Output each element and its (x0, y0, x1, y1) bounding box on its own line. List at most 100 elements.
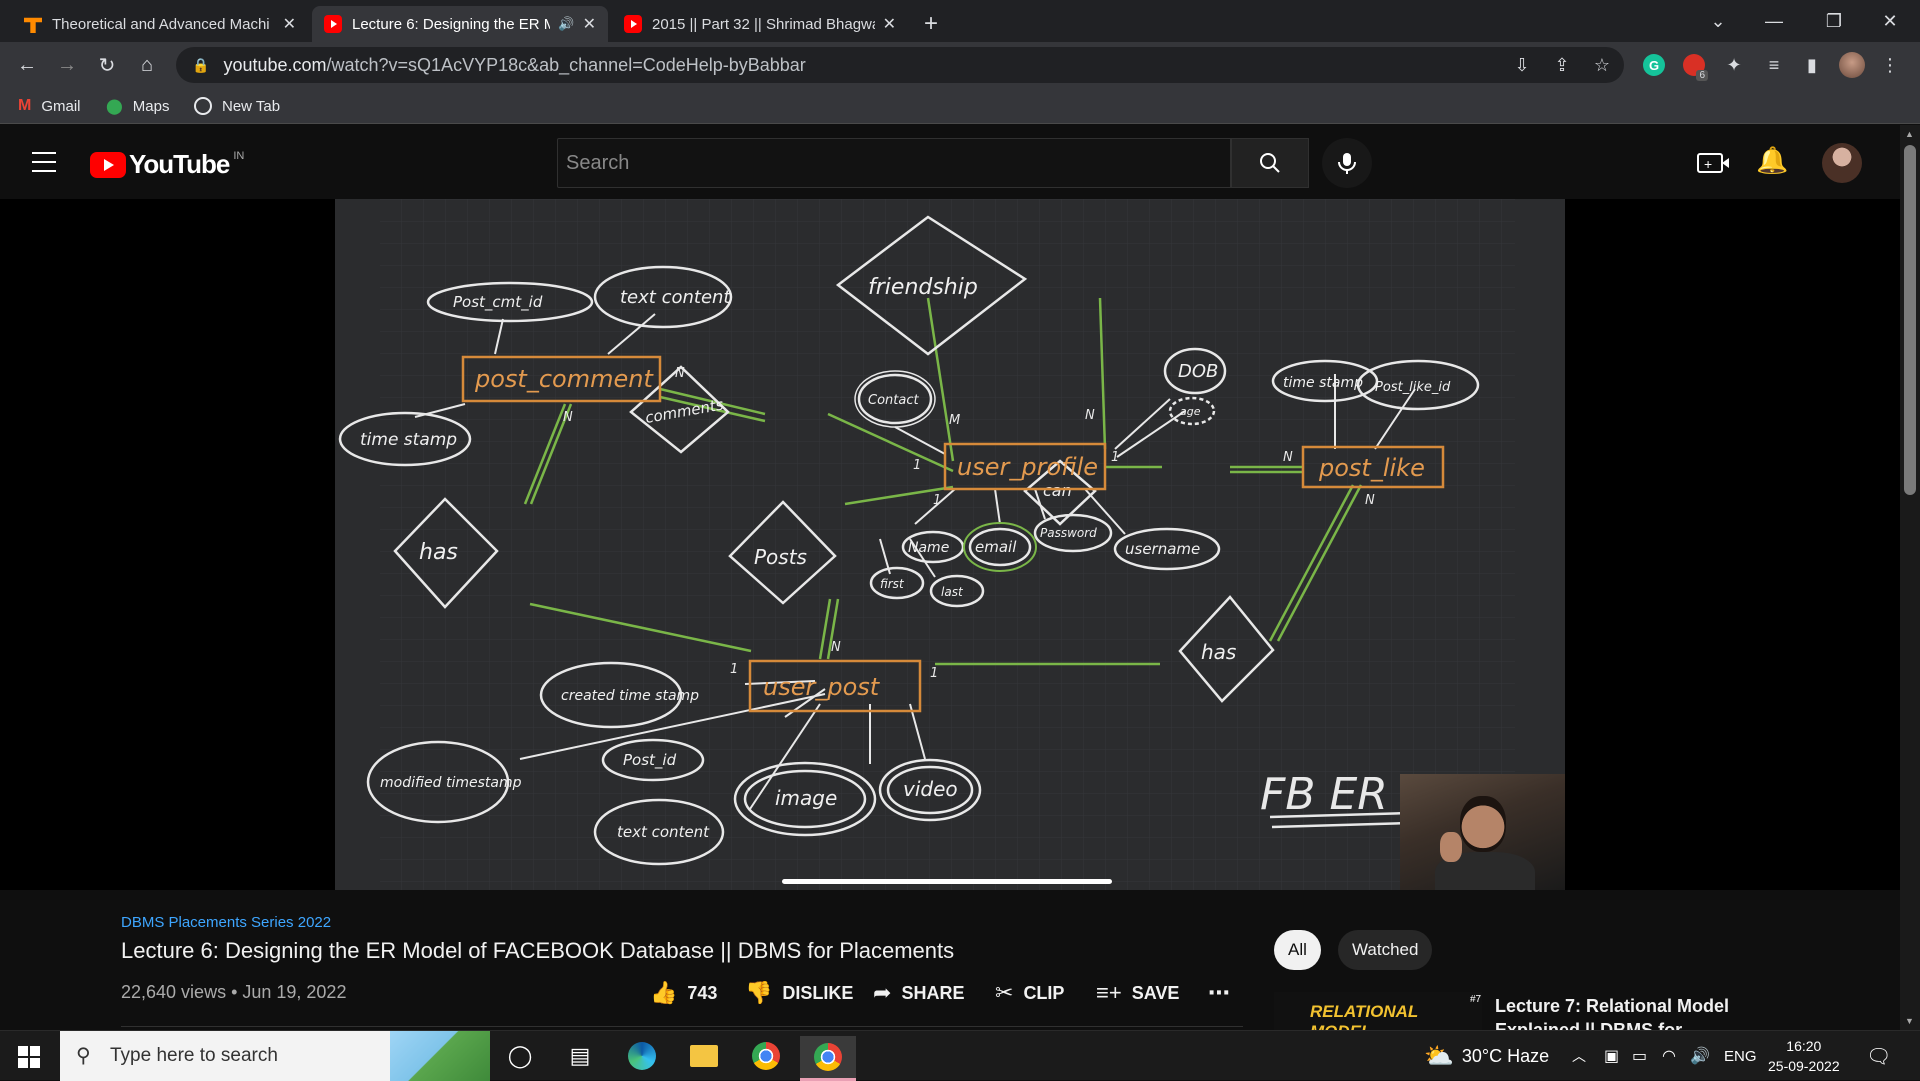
language-indicator[interactable]: ENG (1724, 1047, 1757, 1065)
close-tab-icon[interactable]: ✕ (582, 16, 596, 33)
extensions-puzzle-icon[interactable]: ✦ (1726, 54, 1742, 75)
restore-button[interactable]: ❐ (1825, 10, 1843, 31)
svg-text:N: N (1283, 450, 1293, 465)
entity-post-like: post_like (1318, 454, 1425, 482)
tab-bhagwat[interactable]: 2015 || Part 32 || Shrimad Bhagwa ✕ (612, 6, 908, 42)
task-view-icon[interactable]: ▤ (569, 1043, 591, 1068)
back-button[interactable]: ← (17, 53, 37, 76)
clip-button[interactable]: ✂CLIP (995, 980, 1065, 1005)
media-control-icon[interactable]: ≡ (1768, 54, 1780, 75)
dislike-button[interactable]: 👎DISLIKE (745, 980, 854, 1005)
close-tab-icon[interactable]: ✕ (282, 16, 296, 33)
search-input[interactable]: Search (557, 138, 1231, 188)
tab-theoretical-ml[interactable]: Theoretical and Advanced Machi ✕ (12, 6, 308, 42)
next-video-title[interactable]: Lecture 7: Relational Model Explained ||… (1495, 996, 1730, 1030)
home-button[interactable]: ⌂ (140, 53, 154, 76)
wifi-icon[interactable]: ◠ (1662, 1048, 1676, 1065)
cortana-icon[interactable]: ◯ (507, 1043, 533, 1068)
close-tab-icon[interactable]: ✕ (882, 16, 896, 33)
windows-start-icon[interactable] (18, 1046, 40, 1068)
taskbar-search-input[interactable]: ⚲ Type here to search (60, 1031, 490, 1081)
more-actions-icon[interactable]: ⋯ (1208, 980, 1230, 1005)
notification-center-icon[interactable]: 🗨 (1866, 1045, 1892, 1068)
series-hashtag-link[interactable]: DBMS Placements Series 2022 (121, 914, 332, 931)
bookmark-new-tab[interactable]: New Tab (194, 94, 280, 118)
share-icon[interactable]: ⇪ (1554, 54, 1570, 75)
create-video-icon[interactable]: + (1697, 153, 1729, 173)
weather-haze-icon: ⛅ (1424, 1042, 1454, 1070)
side-panel-icon[interactable]: ▮ (1807, 54, 1817, 75)
install-app-icon[interactable]: ⇩ (1514, 54, 1530, 75)
hamburger-menu-icon[interactable] (32, 152, 56, 172)
attr-email: email (975, 538, 1017, 556)
entity-user-profile: user_profile (957, 453, 1098, 481)
search-button[interactable] (1231, 138, 1309, 188)
presenter-hand (1440, 832, 1462, 862)
close-window-button[interactable]: ✕ (1882, 10, 1898, 31)
attr-username: username (1125, 540, 1200, 558)
share-button[interactable]: ➦SHARE (873, 980, 965, 1005)
forward-button[interactable]: → (57, 53, 77, 76)
account-avatar[interactable] (1822, 143, 1862, 183)
youtube-play-icon (90, 151, 126, 178)
save-button[interactable]: ≡+SAVE (1096, 980, 1180, 1005)
tray-device-icon[interactable]: ▣ (1604, 1048, 1620, 1065)
attr-contact: Contact (868, 393, 919, 408)
volume-icon[interactable]: 🔊 (1690, 1048, 1710, 1065)
page-scrollbar[interactable]: ▲ ▼ (1900, 125, 1920, 1030)
video-meta: 22,640 views • Jun 19, 2022 (121, 982, 347, 1002)
tab-lecture-6[interactable]: Lecture 6: Designing the ER M 🔊 ✕ (312, 6, 608, 42)
new-tab-button[interactable]: + (924, 10, 939, 37)
youtube-logo[interactable]: YouTube IN (90, 149, 244, 180)
scroll-down-arrow-icon[interactable]: ▼ (1905, 1016, 1914, 1026)
chip-all[interactable]: All (1274, 930, 1321, 970)
minimize-button[interactable]: — (1765, 10, 1783, 31)
voice-search-button[interactable] (1322, 138, 1372, 188)
audio-playing-icon[interactable]: 🔊 (558, 16, 575, 31)
bookmark-star-icon[interactable]: ☆ (1593, 54, 1611, 75)
svg-text:1: 1 (930, 666, 938, 681)
like-button[interactable]: 👍743 (650, 980, 718, 1005)
attr-video: video (903, 777, 958, 801)
svg-text:N: N (675, 366, 685, 381)
svg-text:N: N (1085, 408, 1095, 423)
search-icon (1260, 153, 1280, 173)
edge-icon[interactable] (614, 1036, 670, 1076)
svg-text:1: 1 (730, 662, 738, 677)
extension-badge-icon[interactable]: 6 (1680, 51, 1708, 81)
notifications-bell-icon[interactable]: 🔔 (1756, 145, 1789, 175)
next-video-thumbnail[interactable]: RELATIONAL MODEL #7 (1274, 992, 1482, 1030)
chip-watched[interactable]: Watched (1338, 930, 1433, 970)
reload-button[interactable]: ↻ (98, 54, 116, 77)
address-bar[interactable]: 🔒 youtube.com/watch?v=sQ1AcVYP18c&ab_cha… (176, 47, 1624, 83)
bookmarks-bar: M Gmail ⬤ Maps New Tab (0, 88, 1920, 124)
battery-icon[interactable]: ▭ (1632, 1048, 1648, 1065)
grammarly-icon[interactable]: G (1640, 51, 1668, 79)
weather-widget[interactable]: ⛅ 30°C Haze (1424, 1042, 1550, 1070)
attr-comment-text-content: text content (620, 287, 731, 308)
rel-friendship: friendship (868, 275, 978, 300)
scissors-icon: ✂ (995, 980, 1014, 1005)
chrome-icon[interactable] (738, 1036, 794, 1076)
tab-search-chevron-icon[interactable]: ⌄ (1710, 10, 1726, 31)
attr-last: last (941, 585, 964, 599)
video-player[interactable]: friendship comments can has Posts has po… (0, 199, 1900, 890)
bookmark-maps[interactable]: ⬤ Maps (106, 97, 170, 116)
rel-can: can (1043, 481, 1072, 500)
presenter-webcam-overlay (1400, 774, 1565, 890)
bookmark-gmail[interactable]: M Gmail (18, 97, 81, 115)
file-explorer-icon[interactable] (676, 1036, 732, 1076)
chrome-profile-icon[interactable] (800, 1036, 856, 1081)
scrollbar-thumb[interactable] (1904, 145, 1916, 495)
clock[interactable]: 16:20 25-09-2022 (1768, 1038, 1840, 1074)
profile-avatar[interactable] (1838, 51, 1866, 79)
tray-chevron-icon[interactable]: ︿ (1572, 1048, 1586, 1064)
entity-user-post: user_post (763, 673, 881, 701)
entity-post-comment: post_comment (474, 365, 654, 393)
attr-image: image (775, 786, 837, 810)
attr-post-text-content: text content (617, 823, 710, 841)
chrome-menu-icon[interactable]: ⋮ (1881, 54, 1899, 75)
player-progress-hint[interactable] (782, 879, 1112, 884)
microphone-icon (1338, 153, 1356, 174)
scroll-up-arrow-icon[interactable]: ▲ (1905, 129, 1914, 139)
